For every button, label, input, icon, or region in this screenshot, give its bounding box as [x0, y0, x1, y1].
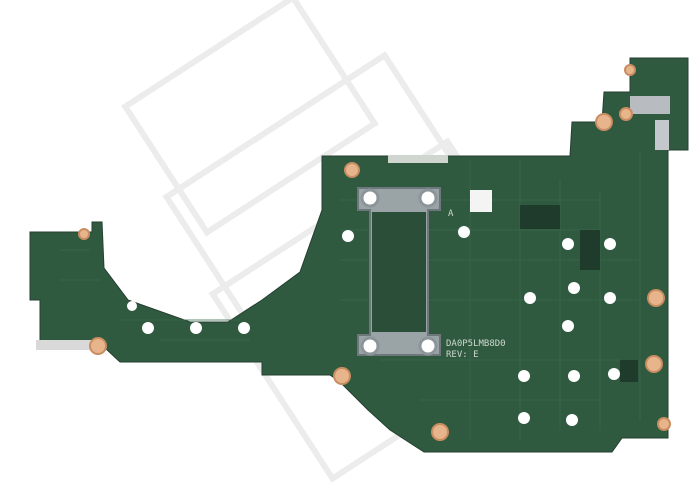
board-cutouts: [127, 226, 620, 426]
smd-components: [36, 96, 670, 382]
pcb-board: [29, 57, 689, 453]
white-label-sticker: [470, 190, 492, 212]
usb-port: [655, 120, 669, 150]
heatsink-screws: [360, 188, 438, 356]
battery-connector: [36, 340, 96, 350]
usb-c-port: [630, 96, 670, 114]
board-revision-text: REV: E: [446, 350, 479, 360]
silkscreen-a: A: [448, 209, 454, 219]
copper-mount-holes: [78, 64, 671, 441]
cpu-die-area: [372, 212, 426, 332]
board-model-text: DA0P5LMB8D0: [446, 339, 506, 349]
